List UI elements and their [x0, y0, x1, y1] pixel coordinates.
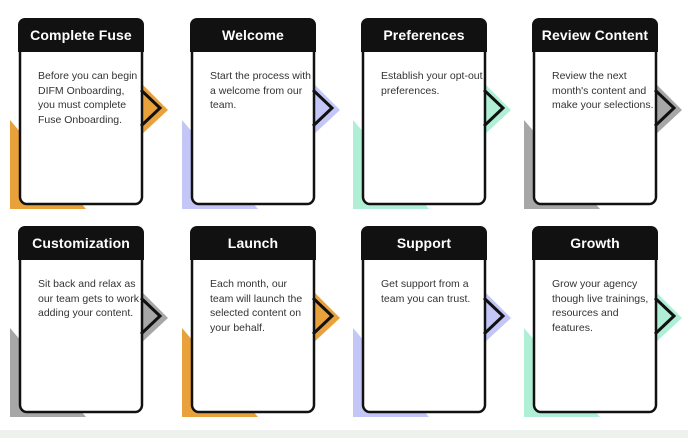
- step-title: Review Content: [541, 27, 649, 43]
- card-frame: [353, 18, 511, 209]
- accent-side-tab: [312, 82, 340, 136]
- card-frame: [10, 226, 168, 417]
- card-header-base: [18, 248, 144, 260]
- card-header-base: [361, 248, 487, 260]
- chevron-right-icon: [311, 88, 335, 128]
- step-card-preferences: Preferences Establish your opt-out prefe…: [353, 14, 513, 214]
- step-description: Sit back and relax as our team gets to w…: [38, 278, 139, 319]
- bottom-strip: [0, 430, 688, 438]
- step-card-customization: Customization Sit back and relax as our …: [10, 222, 170, 422]
- step-card-launch: Launch Each month, our team will launch …: [182, 222, 342, 422]
- card-header-base: [190, 248, 316, 260]
- step-description: Before you can begin DIFM Onboarding, yo…: [38, 70, 138, 126]
- accent-side-tab: [654, 290, 682, 344]
- chevron-right-icon: [653, 296, 677, 336]
- step-title: Preferences: [383, 27, 465, 43]
- step-description: Review the next month's content and make…: [552, 70, 654, 111]
- step-title: Launch: [227, 235, 279, 251]
- step-card-support: Support Get support from a team you can …: [353, 222, 513, 422]
- step-description: Establish your opt-out preferences.: [381, 70, 483, 97]
- step-title: Support: [396, 235, 452, 251]
- step-card-complete-fuse: Complete Fuse Before you can begin DIFM …: [10, 14, 170, 214]
- accent-side-tab: [140, 290, 168, 344]
- card-frame: [524, 226, 682, 417]
- step-card-review-content: Review Content Review the next month's c…: [524, 14, 684, 214]
- accent-side-tab: [140, 82, 168, 136]
- chevron-right-icon: [139, 88, 163, 128]
- step-card-welcome: Welcome Start the process with a welcome…: [182, 14, 342, 214]
- card-header-base: [532, 40, 658, 52]
- chevron-right-icon: [482, 296, 506, 336]
- step-title: Complete Fuse: [30, 27, 132, 43]
- card-frame: [182, 18, 340, 209]
- chevron-right-icon: [311, 296, 335, 336]
- card-frame: [182, 226, 340, 417]
- step-description: Get support from a team you can trust.: [381, 278, 471, 305]
- accent-side-tab: [483, 290, 511, 344]
- card-header-base: [190, 40, 316, 52]
- card-frame: [10, 18, 168, 209]
- accent-side-tab: [654, 82, 682, 136]
- step-card-growth: Growth Grow your agency though live trai…: [524, 222, 684, 422]
- card-header-base: [18, 40, 144, 52]
- card-header-base: [361, 40, 487, 52]
- chevron-right-icon: [653, 88, 677, 128]
- step-description: Start the process with a welcome from ou…: [210, 70, 311, 111]
- accent-side-tab: [312, 290, 340, 344]
- step-title: Customization: [32, 235, 130, 251]
- step-description: Each month, our team will launch the sel…: [210, 278, 303, 334]
- step-title: Growth: [570, 235, 620, 251]
- step-description: Grow your agency though live trainings, …: [552, 278, 649, 334]
- card-frame: [353, 226, 511, 417]
- card-frame: [524, 18, 682, 209]
- accent-side-tab: [483, 82, 511, 136]
- card-header-base: [532, 248, 658, 260]
- chevron-right-icon: [139, 296, 163, 336]
- step-title: Welcome: [222, 27, 284, 43]
- chevron-right-icon: [482, 88, 506, 128]
